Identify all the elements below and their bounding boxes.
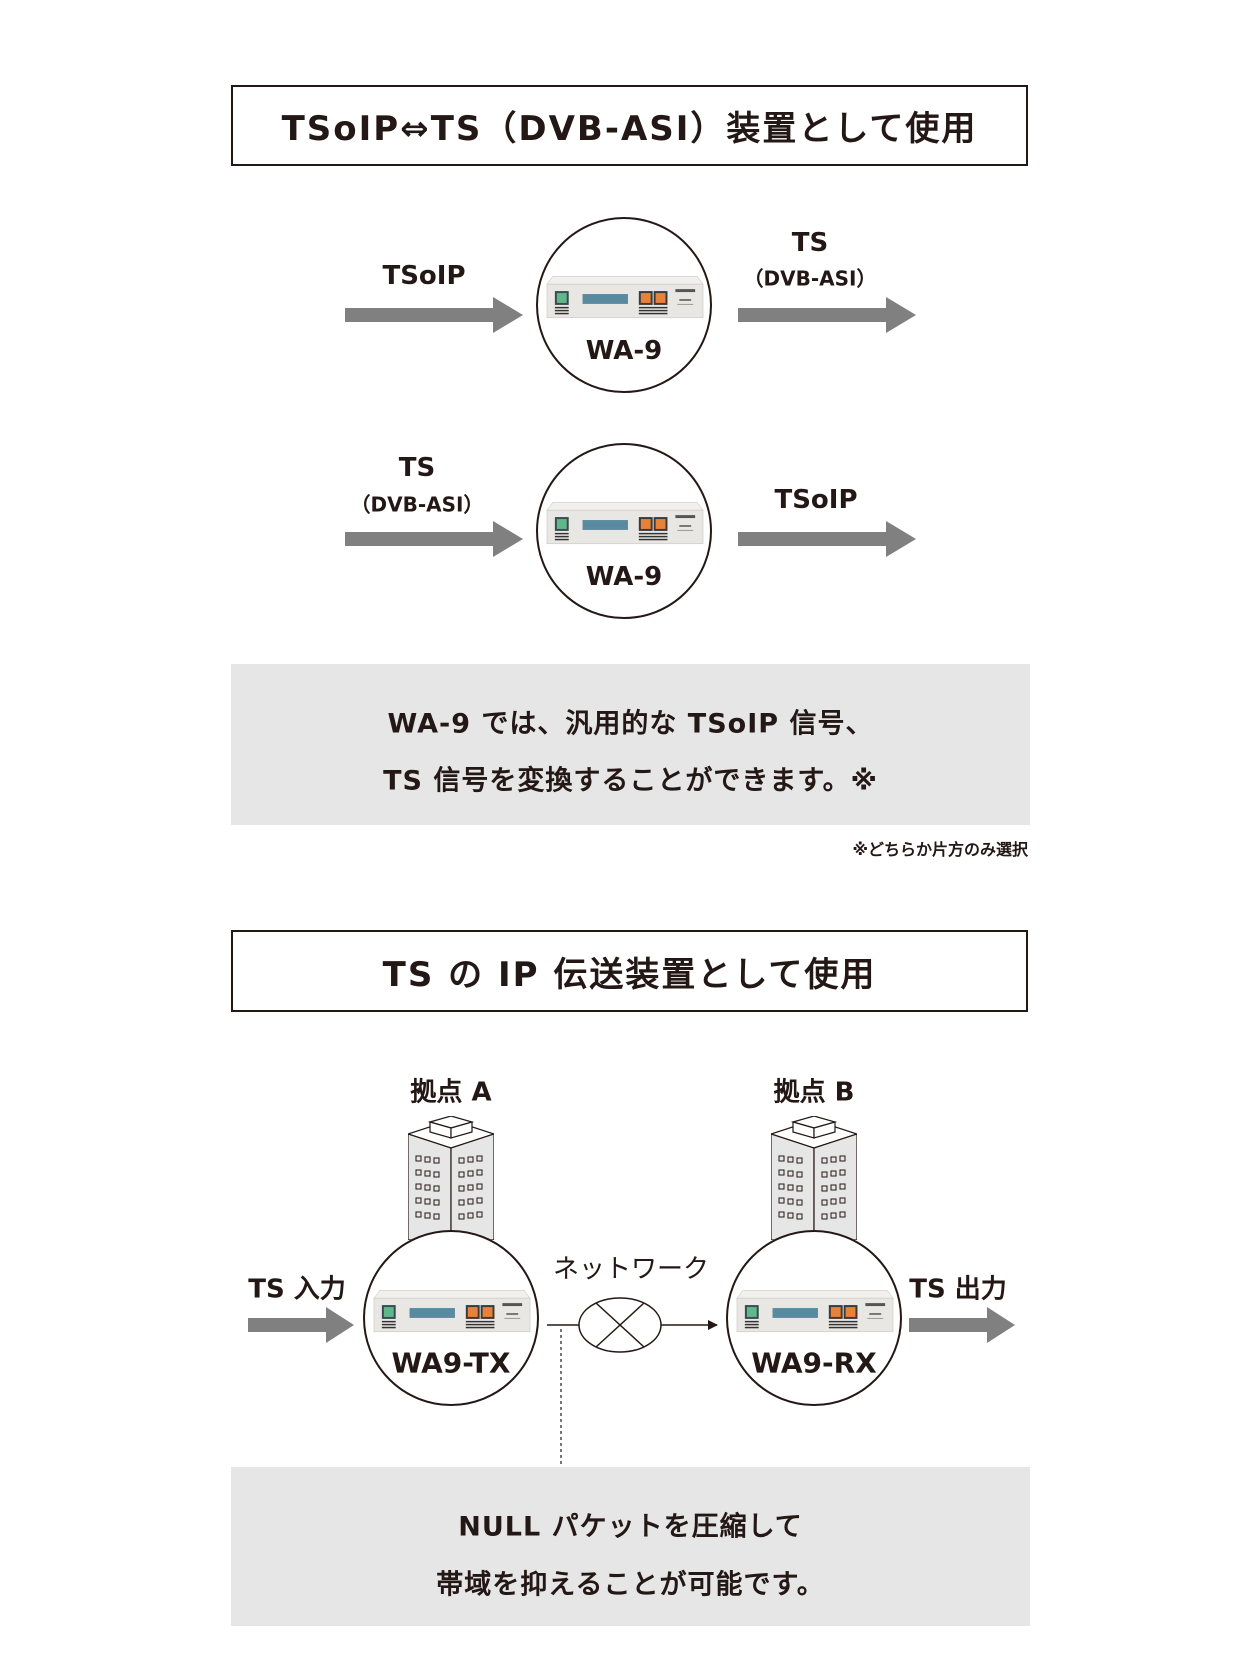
arrow-tsoip-out-2 — [738, 521, 916, 557]
site-a-label: 拠点 A — [410, 1077, 492, 1108]
arrow-ts-input — [248, 1307, 354, 1343]
note1-line2: TS 信号を変換することができます。※ — [383, 765, 878, 797]
wa9-rx-device-image — [736, 1289, 894, 1333]
network-icon — [578, 1297, 662, 1353]
arrow-tsoip-in-1 — [345, 297, 523, 333]
wa9-device-image-1 — [546, 275, 704, 319]
ts-output-label: TS 出力 — [909, 1274, 1007, 1305]
d1-device-label: WA-9 — [585, 336, 663, 366]
section1-title: TSoIP⇔TS（DVB-ASI）装置として使用 — [231, 85, 1028, 166]
wa9-tx-device-image — [373, 1289, 531, 1333]
wa9-device-image-2 — [546, 501, 704, 545]
d2-output-label: TSoIP — [774, 485, 858, 515]
arrow-ts-output — [909, 1307, 1015, 1343]
note2-line2: 帯域を抑えることが可能です。 — [436, 1569, 825, 1601]
arrow-ts-in-2 — [345, 521, 523, 557]
d1-output-sublabel: （DVB-ASI） — [743, 266, 877, 291]
note1-line1: WA-9 では、汎用的な TSoIP 信号、 — [387, 708, 874, 740]
ts-input-label: TS 入力 — [248, 1274, 346, 1305]
site-b-label: 拠点 B — [773, 1077, 855, 1108]
section2-title: TS の IP 伝送装置として使用 — [231, 930, 1028, 1012]
section2-note-box: NULL パケットを圧縮して 帯域を抑えることが可能です。 — [231, 1467, 1030, 1626]
network-label: ネットワーク — [552, 1254, 710, 1285]
d2-input-label: TS — [398, 453, 436, 483]
d1-input-label: TSoIP — [382, 261, 466, 291]
building-b-icon — [771, 1116, 857, 1240]
building-a-icon — [408, 1116, 494, 1240]
footnote: ※どちらか片方のみ選択 — [852, 840, 1028, 859]
tx-device-label: WA9-TX — [391, 1346, 511, 1380]
section1-note-box: WA-9 では、汎用的な TSoIP 信号、 TS 信号を変換することができます… — [231, 664, 1030, 825]
note2-line1: NULL パケットを圧縮して — [458, 1511, 803, 1543]
d2-input-sublabel: （DVB-ASI） — [350, 492, 484, 517]
rx-device-label: WA9-RX — [751, 1346, 877, 1380]
d2-device-label: WA-9 — [585, 562, 663, 592]
d1-output-label: TS — [791, 228, 829, 258]
arrow-ts-out-1 — [738, 297, 916, 333]
